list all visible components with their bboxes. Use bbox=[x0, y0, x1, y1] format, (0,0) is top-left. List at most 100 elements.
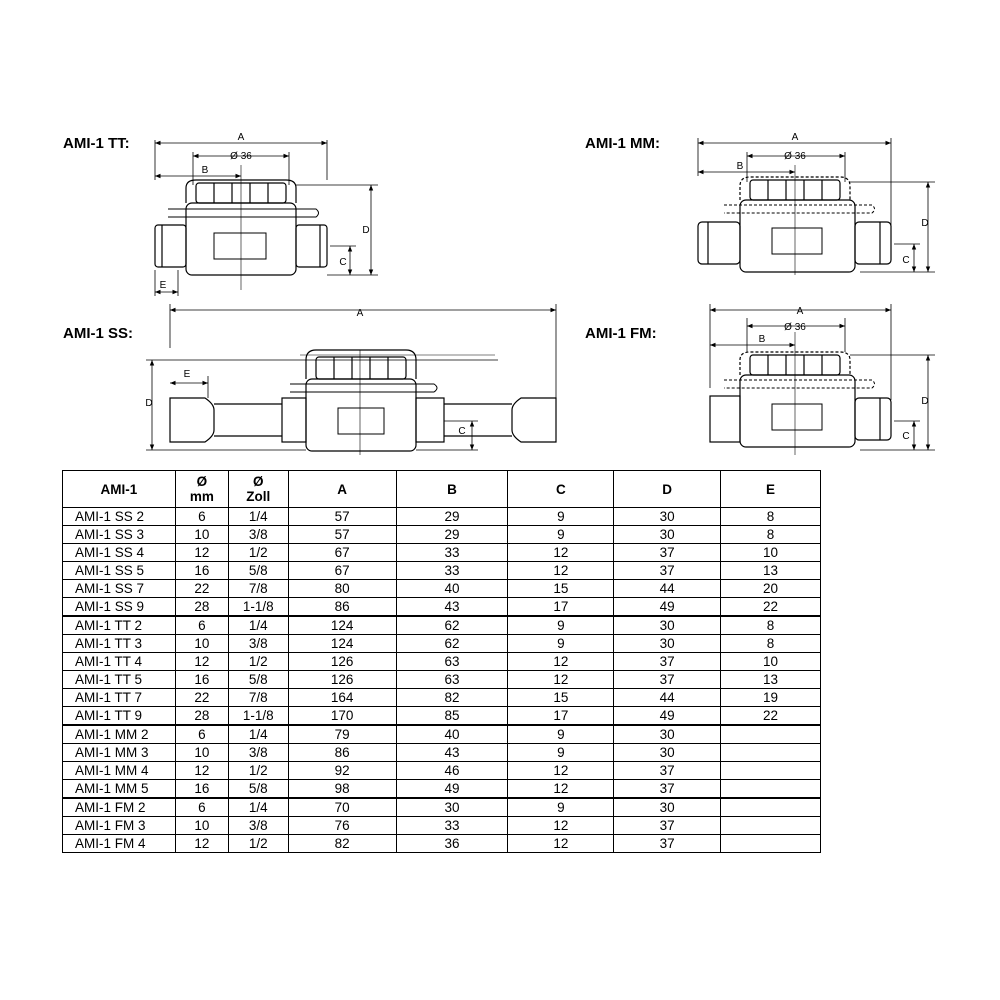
cell-type: AMI-1 FM 4 bbox=[62, 834, 176, 853]
cell-zoll: 3/8 bbox=[227, 816, 289, 835]
cell-c: 12 bbox=[507, 670, 615, 689]
cell-d: 37 bbox=[613, 779, 722, 798]
cell-a: 170 bbox=[287, 706, 397, 725]
cell-e: 20 bbox=[720, 579, 821, 598]
cell-mm: 22 bbox=[174, 688, 229, 707]
dim-label-mm-d: D bbox=[921, 218, 928, 229]
cell-zoll: 1/2 bbox=[227, 543, 289, 562]
cell-mm: 10 bbox=[174, 634, 229, 653]
cell-e: 13 bbox=[720, 561, 821, 580]
cell-b: 29 bbox=[395, 525, 509, 544]
cell-c: 9 bbox=[507, 743, 615, 762]
cell-b: 63 bbox=[395, 652, 509, 671]
dim-label-fm-d: D bbox=[921, 396, 928, 407]
cell-d: 30 bbox=[613, 798, 722, 817]
cell-d: 30 bbox=[613, 616, 722, 635]
dim-label-mm-c: C bbox=[902, 255, 909, 266]
cell-type: AMI-1 SS 5 bbox=[62, 561, 176, 580]
cell-e: 8 bbox=[720, 507, 821, 526]
cell-mm: 22 bbox=[174, 579, 229, 598]
cell-d: 30 bbox=[613, 725, 722, 744]
cell-c: 12 bbox=[507, 779, 615, 798]
cell-zoll: 1/2 bbox=[227, 652, 289, 671]
cell-zoll: 3/8 bbox=[227, 743, 289, 762]
cell-a: 80 bbox=[287, 579, 397, 598]
cell-a: 98 bbox=[287, 779, 397, 798]
cell-b: 43 bbox=[395, 743, 509, 762]
cell-c: 17 bbox=[507, 706, 615, 725]
cell-e bbox=[720, 725, 821, 744]
dim-label-ss-e: E bbox=[184, 369, 191, 380]
cell-a: 86 bbox=[287, 743, 397, 762]
cell-type: AMI-1 TT 4 bbox=[62, 652, 176, 671]
cell-a: 57 bbox=[287, 507, 397, 526]
dim-label-fm-c: C bbox=[902, 431, 909, 442]
cell-c: 15 bbox=[507, 579, 615, 598]
cell-mm: 12 bbox=[174, 543, 229, 562]
cell-c: 12 bbox=[507, 816, 615, 835]
cell-mm: 16 bbox=[174, 779, 229, 798]
cell-zoll: 1-1/8 bbox=[227, 597, 289, 616]
cell-a: 82 bbox=[287, 834, 397, 853]
dim-label-ss-c: C bbox=[458, 426, 465, 437]
cell-a: 57 bbox=[287, 525, 397, 544]
cell-e: 10 bbox=[720, 543, 821, 562]
cell-a: 126 bbox=[287, 670, 397, 689]
cell-a: 164 bbox=[287, 688, 397, 707]
cell-c: 12 bbox=[507, 834, 615, 853]
cell-d: 44 bbox=[613, 579, 722, 598]
cell-type: AMI-1 SS 7 bbox=[62, 579, 176, 598]
dim-label-tt-e: E bbox=[160, 280, 167, 291]
cell-b: 40 bbox=[395, 579, 509, 598]
cell-b: 82 bbox=[395, 688, 509, 707]
cell-a: 67 bbox=[287, 543, 397, 562]
dim-label-fm-dia: Ø 36 bbox=[784, 322, 806, 333]
cell-zoll: 5/8 bbox=[227, 561, 289, 580]
drawing-ss bbox=[146, 304, 557, 455]
cell-type: AMI-1 SS 9 bbox=[62, 597, 176, 616]
cell-zoll: 7/8 bbox=[227, 688, 289, 707]
drawing-tt bbox=[154, 140, 378, 296]
cell-d: 49 bbox=[613, 597, 722, 616]
cell-b: 62 bbox=[395, 616, 509, 635]
cell-b: 36 bbox=[395, 834, 509, 853]
cell-d: 49 bbox=[613, 706, 722, 725]
cell-b: 46 bbox=[395, 761, 509, 780]
dim-label-tt-c: C bbox=[339, 257, 346, 268]
cell-type: AMI-1 TT 7 bbox=[62, 688, 176, 707]
cell-type: AMI-1 TT 3 bbox=[62, 634, 176, 653]
cell-zoll: 1/2 bbox=[227, 834, 289, 853]
cell-mm: 12 bbox=[174, 761, 229, 780]
dim-label-fm-a: A bbox=[797, 306, 804, 317]
dim-label-mm-b: B bbox=[737, 161, 744, 172]
cell-e: 10 bbox=[720, 652, 821, 671]
cell-b: 33 bbox=[395, 816, 509, 835]
cell-d: 30 bbox=[613, 634, 722, 653]
drawing-title-tt: AMI-1 TT: bbox=[63, 135, 130, 152]
cell-b: 40 bbox=[395, 725, 509, 744]
cell-type: AMI-1 SS 2 bbox=[62, 507, 176, 526]
cell-a: 86 bbox=[287, 597, 397, 616]
cell-a: 124 bbox=[287, 616, 397, 635]
cell-c: 9 bbox=[507, 525, 615, 544]
cell-e: 19 bbox=[720, 688, 821, 707]
drawing-title-fm: AMI-1 FM: bbox=[585, 325, 657, 342]
cell-b: 85 bbox=[395, 706, 509, 725]
cell-zoll: 5/8 bbox=[227, 779, 289, 798]
cell-e: 8 bbox=[720, 634, 821, 653]
